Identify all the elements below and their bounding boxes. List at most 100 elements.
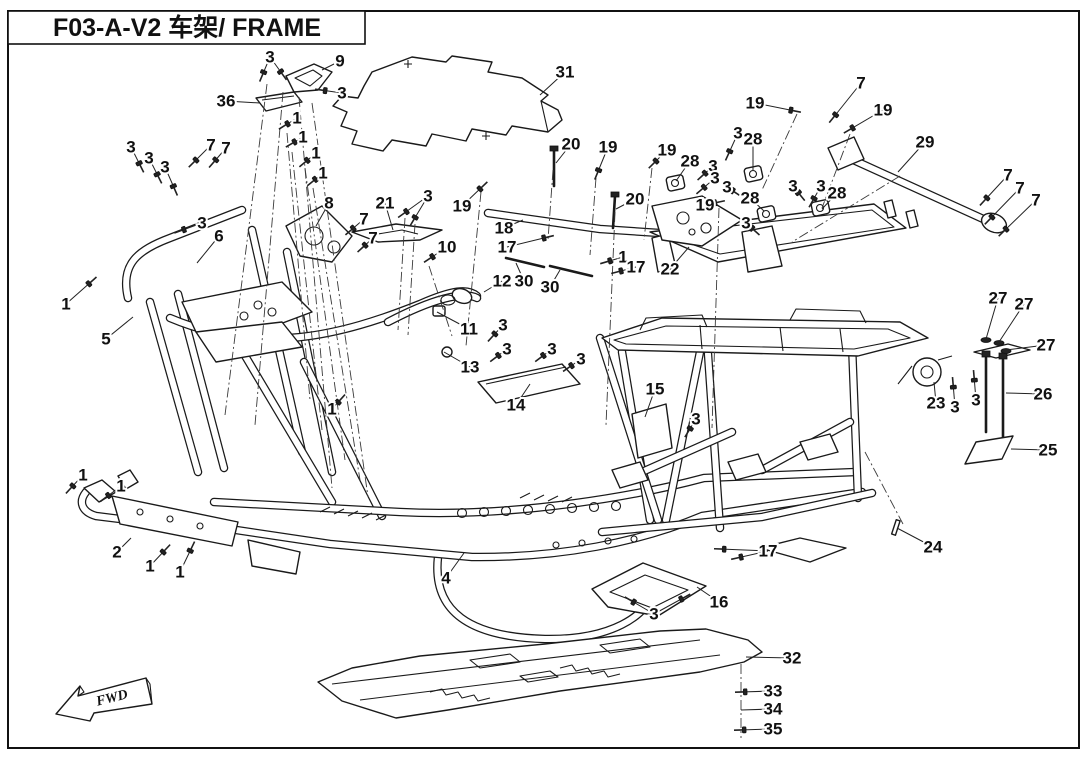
callout-3: 3	[498, 316, 507, 335]
callout-3: 3	[576, 350, 585, 369]
callout-19: 19	[696, 196, 715, 215]
fastener-icon	[729, 187, 742, 197]
part-strips-30	[504, 256, 594, 278]
callout-3: 3	[710, 169, 719, 188]
callout-3: 3	[265, 48, 274, 67]
fastener-icon	[979, 194, 991, 206]
leader-line	[896, 527, 934, 548]
leader-line	[1002, 199, 1037, 233]
callout-29: 29	[916, 133, 935, 152]
callout-27: 27	[989, 289, 1008, 308]
callout-3: 3	[733, 124, 742, 143]
fastener-icon	[278, 120, 291, 130]
leader-line	[897, 141, 926, 173]
leader-line	[116, 537, 132, 553]
diagram-border	[7, 10, 1080, 749]
fastener-icon	[600, 257, 613, 265]
leader-line	[615, 198, 636, 210]
callout-3: 3	[160, 158, 169, 177]
fastener-icon	[808, 195, 818, 208]
leader-line	[848, 109, 884, 131]
callout-3: 3	[816, 177, 825, 196]
callout-28: 28	[681, 152, 700, 171]
fastener-icon	[489, 351, 502, 363]
leader-line	[321, 60, 341, 71]
fastener-icon	[610, 267, 624, 275]
part-top-plate-31	[332, 55, 563, 152]
fastener-icon	[712, 199, 726, 207]
callout-7: 7	[368, 229, 377, 248]
floor-holes	[456, 500, 638, 549]
callout-20: 20	[626, 190, 645, 209]
callout-28: 28	[744, 130, 763, 149]
fastener-icon	[733, 726, 747, 734]
callout-3: 3	[337, 84, 346, 103]
callout-31: 31	[556, 63, 575, 82]
leader-line	[740, 708, 774, 711]
fastener-icon	[159, 544, 171, 556]
part-mounts-28	[665, 165, 831, 223]
callout-1: 1	[78, 466, 87, 485]
part-studs-26	[973, 343, 1031, 440]
callout-7: 7	[1003, 166, 1012, 185]
callout-19: 19	[746, 94, 765, 113]
leader-line	[669, 246, 690, 270]
fastener-icon	[188, 156, 200, 168]
fastener-icon	[298, 156, 311, 168]
leader-line	[443, 351, 471, 368]
leader-line	[719, 548, 769, 552]
fastener-icon	[357, 241, 369, 253]
callout-35: 35	[764, 720, 783, 739]
part-plate-14	[477, 363, 581, 404]
leader-line	[315, 202, 330, 227]
leader-line	[539, 71, 566, 96]
fastener-icon	[99, 491, 112, 503]
front-bumper-assembly	[83, 469, 301, 575]
callout-7: 7	[206, 136, 215, 155]
leader-line	[675, 160, 691, 182]
callout-32: 32	[783, 649, 802, 668]
fastener-icon	[843, 124, 856, 134]
fastener-icon	[734, 688, 748, 696]
fastener-icon	[949, 376, 957, 390]
part-tube-29	[827, 136, 1008, 234]
projection-lines	[224, 83, 904, 738]
callout-11: 11	[460, 320, 478, 339]
fastener-icon	[397, 207, 410, 219]
fastener-icon	[970, 369, 978, 383]
callout-10: 10	[438, 238, 457, 257]
callout-17: 17	[759, 542, 778, 561]
part-bracket-8	[285, 205, 353, 263]
callout-8: 8	[324, 194, 333, 213]
leader-line	[384, 202, 394, 231]
fastener-icon	[534, 351, 547, 363]
callout-21: 21	[376, 194, 395, 213]
callout-3: 3	[144, 149, 153, 168]
callout-3: 3	[691, 410, 700, 429]
part-mount-23	[897, 355, 953, 387]
callout-3: 3	[649, 605, 658, 624]
frame-artwork	[82, 63, 1031, 639]
leader-line	[821, 192, 838, 210]
leader-line	[549, 269, 561, 288]
fastener-icon	[135, 160, 145, 173]
callout-3: 3	[741, 214, 750, 233]
leader-line	[555, 143, 572, 164]
callout-1: 1	[298, 128, 307, 147]
fastener-icon	[276, 68, 288, 81]
leader-line	[644, 388, 656, 418]
fastener-icon	[306, 175, 319, 187]
fastener-icon	[794, 189, 806, 202]
callout-24: 24	[924, 538, 943, 557]
callout-17: 17	[498, 238, 517, 257]
callout-3: 3	[971, 391, 980, 410]
callout-19: 19	[453, 197, 472, 216]
leader-line	[1005, 392, 1044, 395]
fastener-icon	[998, 225, 1010, 237]
callout-26: 26	[1034, 385, 1053, 404]
leader-line	[503, 219, 524, 229]
callout-13: 13	[461, 358, 480, 377]
